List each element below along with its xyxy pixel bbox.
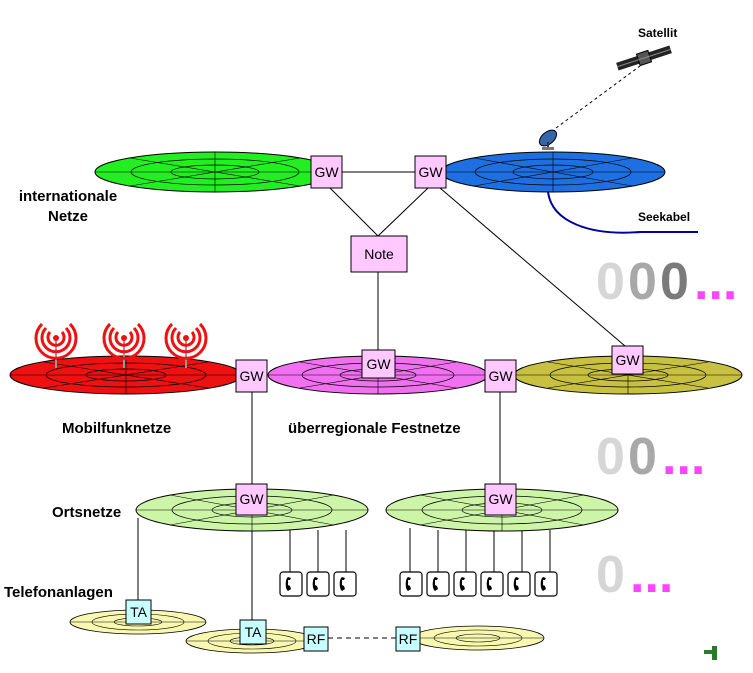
gateway-box-local-left: GW [235, 483, 268, 516]
svg-text:RF: RF [307, 631, 326, 647]
international-network-green [94, 151, 336, 193]
svg-text:GW: GW [488, 491, 513, 507]
telephone-icon [306, 571, 330, 597]
svg-text:TA: TA [130, 604, 148, 620]
sea-cable-label: Seekabel [638, 210, 690, 224]
sea-cable [547, 191, 698, 234]
gateway-box-intl-right: GW [414, 155, 447, 189]
connections [137, 65, 641, 639]
svg-text:0: 0 [596, 253, 625, 311]
svg-text:GW: GW [314, 164, 339, 180]
svg-text:GW: GW [239, 491, 264, 507]
telephone-icon [507, 571, 531, 597]
dish-icon [538, 129, 558, 150]
international-label-line1: internationale [19, 188, 117, 205]
telephone-group-right [399, 571, 558, 597]
gateway-box-olive: GW [611, 345, 644, 375]
telephone-icon [399, 571, 423, 597]
gateway-box-mobile: GW [235, 359, 268, 393]
satellite-label: Satellit [638, 26, 677, 40]
telephone-icon [333, 571, 357, 597]
gateway-box-local-right: GW [484, 483, 517, 516]
telephone-group-left [279, 571, 357, 597]
terminal-adapter-box-2: TA [239, 619, 267, 645]
gateway-box-intl-left: GW [310, 155, 343, 189]
local-networks-label: Ortsnetze [52, 504, 121, 521]
svg-text:0: 0 [660, 253, 689, 311]
prefix-national: 0 0 ... [596, 428, 705, 486]
radio-box-left: RF [303, 626, 329, 652]
gateway-box-national-right: GW [484, 359, 517, 393]
svg-text:0: 0 [596, 546, 625, 604]
svg-text:...: ... [630, 546, 673, 604]
terminal-adapter-box-1: TA [125, 599, 152, 625]
radio-box-right: RF [395, 626, 421, 652]
svg-text:0: 0 [628, 253, 657, 311]
telephone-icon [453, 571, 477, 597]
svg-text:TA: TA [245, 624, 263, 640]
svg-text:...: ... [694, 253, 737, 311]
svg-text:GW: GW [418, 164, 443, 180]
telephone-icon [480, 571, 504, 597]
mobile-network-red [9, 355, 243, 395]
gateway-box-national-center: GW [361, 349, 396, 379]
svg-text:GW: GW [239, 368, 264, 384]
prefix-international: 0 0 0 ... [596, 253, 737, 311]
national-networks-label: überregionale Festnetze [288, 420, 461, 437]
svg-text:Note: Note [364, 246, 394, 262]
pbx-label: Telefonanlagen [4, 584, 113, 601]
svg-text:0: 0 [628, 428, 657, 486]
svg-text:0: 0 [596, 428, 625, 486]
mobile-networks-label: Mobilfunknetze [62, 420, 171, 437]
svg-text:GW: GW [488, 368, 513, 384]
international-label-line2: Netze [48, 208, 88, 225]
pbx-network-3 [411, 625, 545, 651]
svg-text:RF: RF [399, 631, 418, 647]
telephone-icon [426, 571, 450, 597]
international-network-blue [440, 151, 666, 193]
prefix-local: 0 ... [596, 546, 673, 604]
svg-text:GW: GW [615, 352, 640, 368]
plug-icon [704, 646, 717, 660]
note-box: Note [350, 235, 408, 273]
svg-text:GW: GW [366, 356, 391, 372]
telephone-icon [534, 571, 558, 597]
svg-text:...: ... [662, 428, 705, 486]
telephone-icon [279, 571, 303, 597]
satellite-icon [616, 45, 672, 71]
